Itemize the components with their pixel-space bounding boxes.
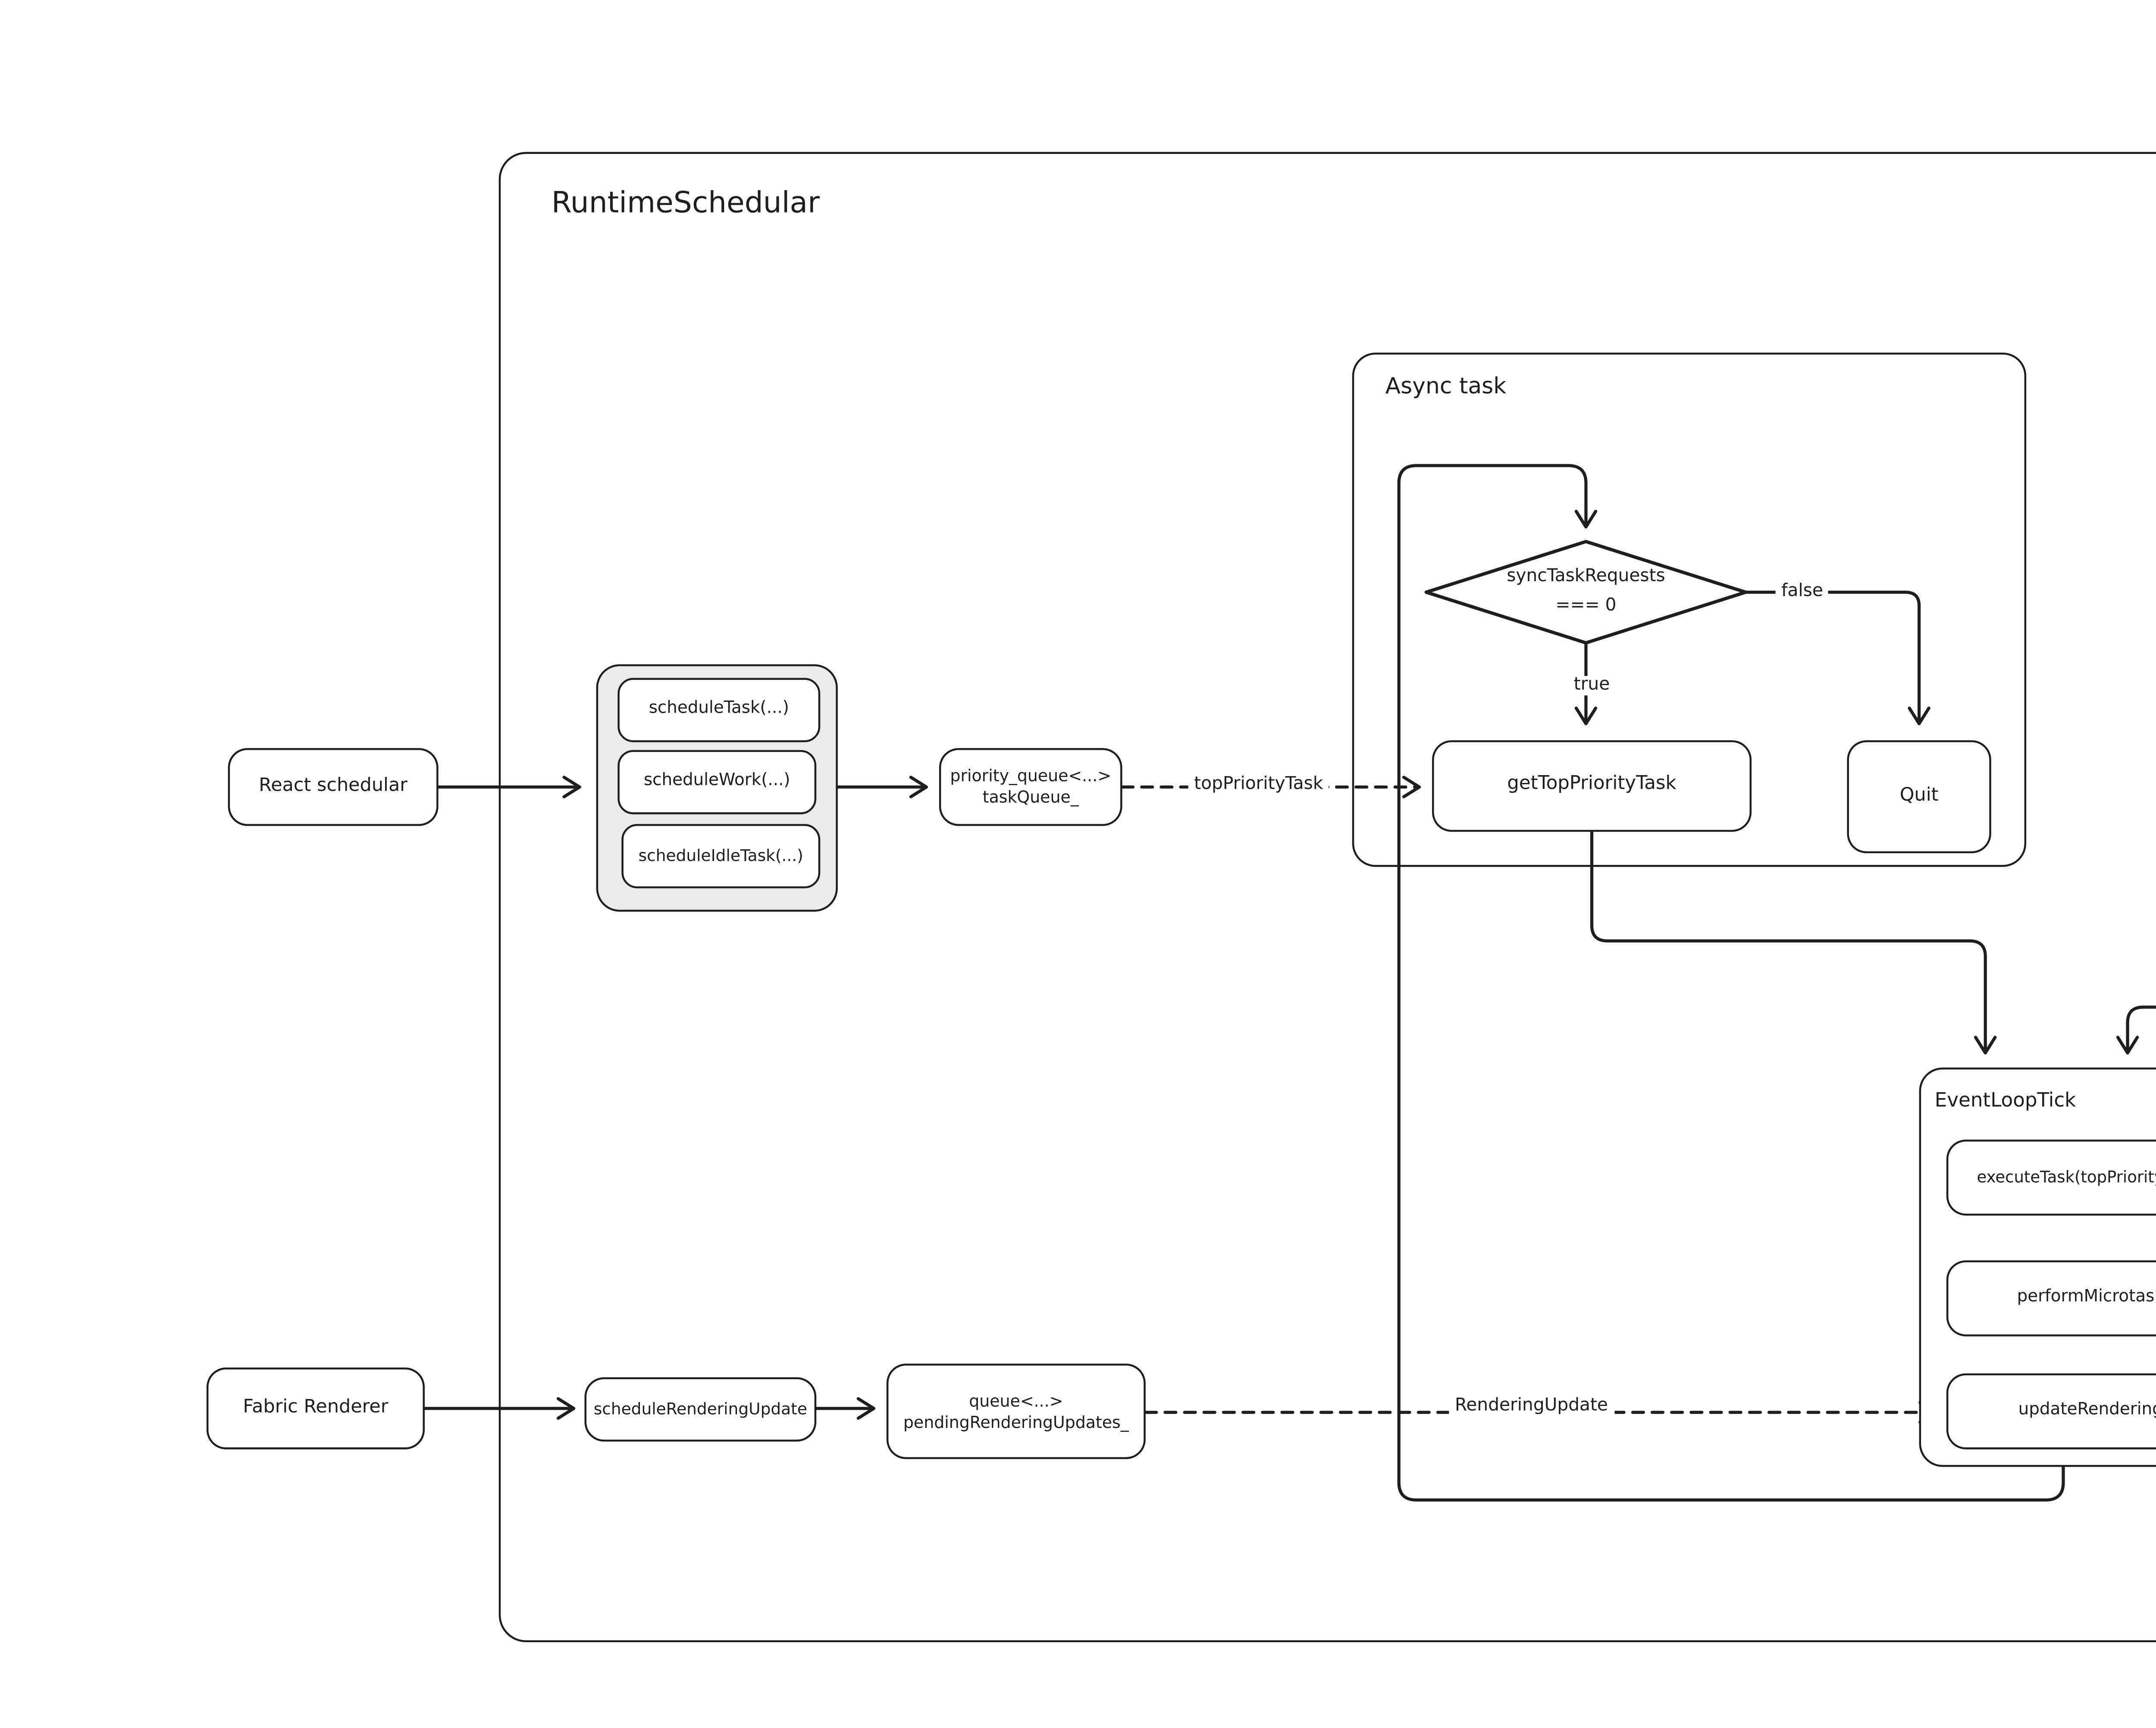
node-schedule-work-label: scheduleWork(...) — [643, 771, 790, 791]
edge-loop-back-to-diamond — [1397, 464, 2065, 1502]
node-schedule-rendering-update-label: scheduleRenderingUpdate — [593, 1399, 807, 1418]
edge-runeventlooptick-to-eventlooptick — [2116, 1005, 2156, 1055]
node-perform-microtask: performMicrotask — [1946, 1260, 2156, 1337]
diamond-text-line1: syncTaskRequests — [1507, 567, 1665, 587]
node-get-top-priority-task-label: getTopPriorityTask — [1507, 774, 1677, 795]
edge-label-true: true — [1568, 676, 1616, 696]
edge-label-topprioritytask: topPriorityTask — [1188, 775, 1329, 795]
frame-event-loop-tick-label: EventLoopTick — [1934, 1091, 2076, 1113]
node-update-rendering-label: updateRendering — [2018, 1400, 2156, 1420]
node-get-top-priority-task: getTopPriorityTask — [1432, 740, 1752, 832]
node-schedule-rendering-update: scheduleRenderingUpdate — [584, 1377, 817, 1442]
node-update-rendering: updateRendering — [1946, 1373, 2156, 1449]
node-schedule-idle-task-label: scheduleIdleTask(...) — [638, 845, 803, 865]
node-quit: Quit — [1847, 740, 1991, 854]
edge-false-branch — [1744, 590, 1930, 726]
node-pending-queue-line1: queue<...> — [969, 1390, 1063, 1410]
node-schedule-task-label: scheduleTask(...) — [649, 699, 789, 719]
page-title: RuntimeSchedular — [551, 185, 820, 220]
node-react-schedular-label: React schedular — [259, 775, 407, 797]
node-task-queue-line1: priority_queue<...> — [950, 766, 1111, 786]
diamond-text-line2: === 0 — [1555, 597, 1617, 617]
frame-async-task — [1352, 352, 2027, 867]
node-task-queue: priority_queue<...> taskQueue_ — [939, 748, 1122, 826]
edge-label-renderingupdate: RenderingUpdate — [1449, 1396, 1614, 1416]
edge-gettop-to-eventlooptick — [1590, 830, 1997, 1055]
node-pending-rendering-updates: queue<...> pendingRenderingUpdates_ — [886, 1363, 1146, 1459]
node-quit-label: Quit — [1899, 785, 1939, 806]
node-schedule-idle-task: scheduleIdleTask(...) — [621, 824, 821, 889]
edge-label-false: false — [1775, 582, 1829, 602]
node-task-queue-line2: taskQueue_ — [982, 787, 1079, 807]
node-execute-task: executeTask(topPriorityTask) — [1946, 1139, 2156, 1216]
node-perform-microtask-label: performMicrotask — [2017, 1287, 2156, 1307]
node-pending-queue-line2: pendingRenderingUpdates_ — [903, 1411, 1129, 1431]
frame-runtime-schedular — [498, 152, 2156, 1643]
node-schedule-task: scheduleTask(...) — [617, 678, 821, 742]
frame-async-task-label: Async task — [1385, 372, 1507, 400]
diamond-sync-task-requests — [1424, 540, 1748, 645]
node-react-schedular: React schedular — [228, 748, 439, 826]
node-execute-task-label: executeTask(topPriorityTask) — [1977, 1167, 2156, 1187]
node-fabric-renderer: Fabric Renderer — [206, 1367, 425, 1449]
node-schedule-work: scheduleWork(...) — [617, 750, 817, 814]
node-fabric-renderer-label: Fabric Renderer — [243, 1396, 389, 1418]
